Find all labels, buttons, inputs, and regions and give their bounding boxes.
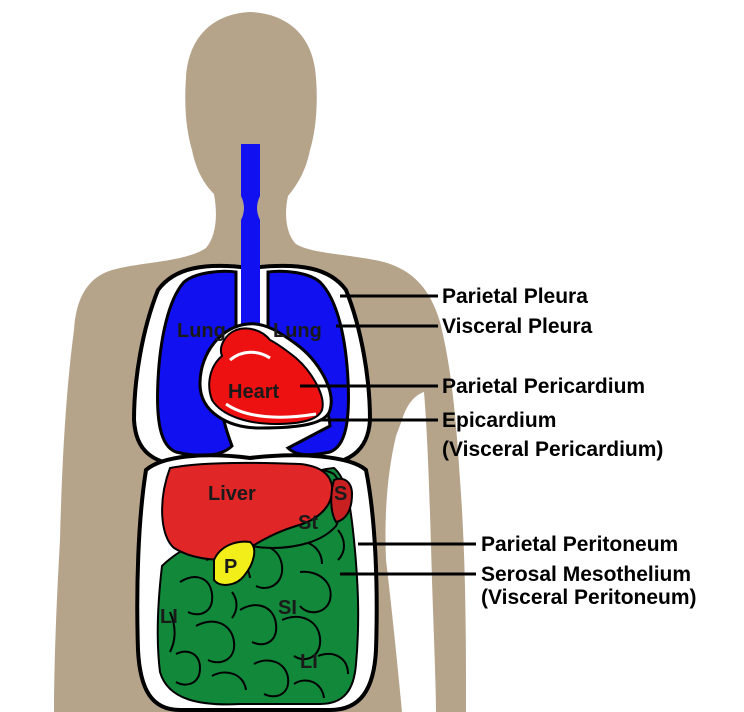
callout-parietal-peritoneum: Parietal Peritoneum <box>481 533 678 556</box>
callout-parietal-pleura: Parietal Pleura <box>442 285 588 308</box>
label-pancreas: P <box>224 556 237 578</box>
label-small-intestine: SI <box>278 597 297 619</box>
callout-visceral-pleura: Visceral Pleura <box>442 315 593 338</box>
callout-epicardium: Epicardium <box>442 409 556 432</box>
callout-serosal-mesothelium: Serosal Mesothelium <box>481 563 691 586</box>
label-large-intestine-upper: LI <box>160 606 178 628</box>
label-lung-left: Lung <box>177 320 226 342</box>
label-spleen: S <box>334 483 347 505</box>
callout-serosal-mesothelium-sub: (Visceral Peritoneum) <box>481 586 697 609</box>
callout-parietal-pericardium: Parietal Pericardium <box>442 375 645 398</box>
label-large-intestine-lower: LI <box>300 651 318 673</box>
label-stomach: St <box>298 512 318 534</box>
callout-epicardium-sub: (Visceral Pericardium) <box>442 438 663 461</box>
label-liver: Liver <box>208 483 256 505</box>
label-heart: Heart <box>228 381 279 403</box>
label-lung-right: Lung <box>273 320 322 342</box>
trachea <box>241 144 260 332</box>
